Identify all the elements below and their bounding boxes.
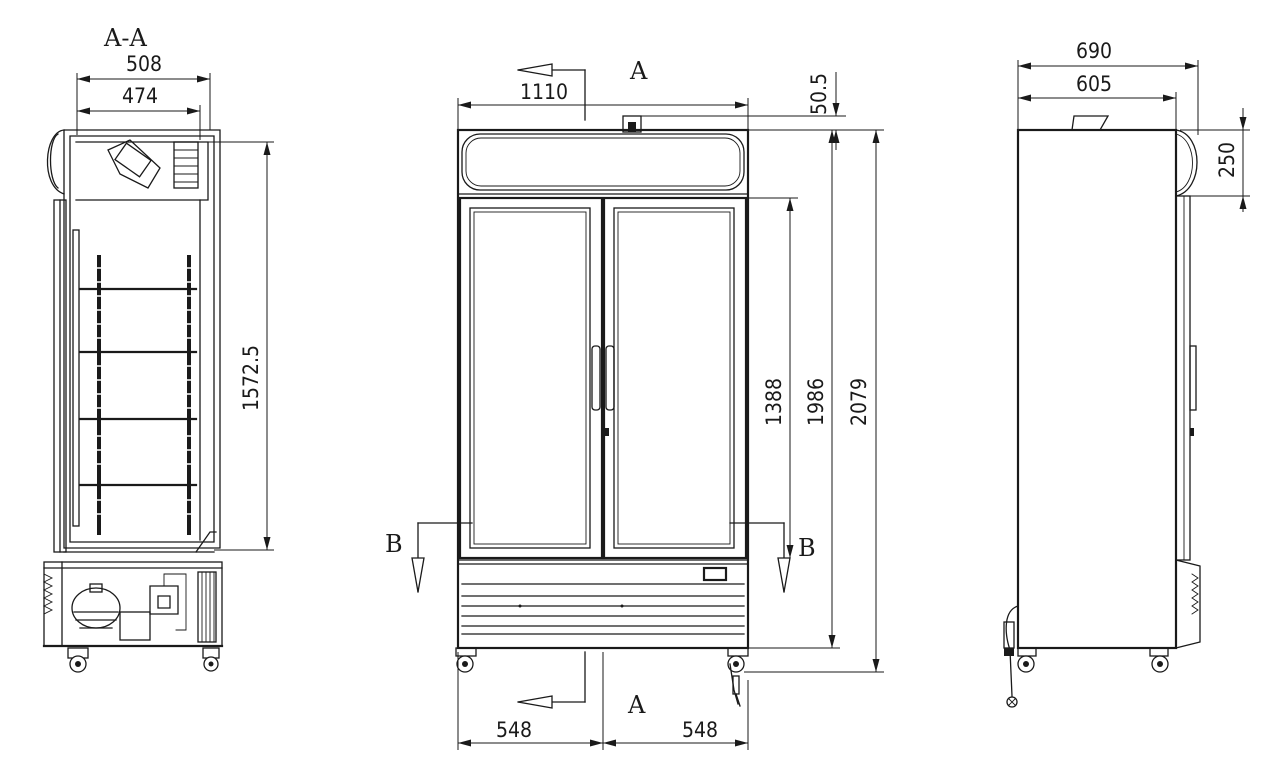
- dim-front-door-height-label: 1986: [804, 378, 828, 426]
- dim-side-canopy-height-label: 250: [1215, 142, 1239, 178]
- dim-section-inner-width: 474: [77, 84, 201, 140]
- dim-front-half-width-left-label: 548: [496, 718, 532, 742]
- side-cabinet: [1003, 115, 1201, 708]
- dim-front-total-width: 1110: [457, 80, 749, 130]
- dim-front-top-offset-label: 50.5: [807, 73, 831, 115]
- dim-side-total-depth-label: 690: [1076, 39, 1112, 63]
- dim-section-inner-width-label: 474: [122, 84, 158, 108]
- section-aa-title: A-A: [103, 24, 147, 52]
- dim-front-glass-height: 1388: [748, 197, 798, 558]
- section-marker-a-bottom: A: [517, 651, 646, 719]
- section-cabinet: [42, 129, 224, 673]
- dim-front-total-width-label: 1110: [520, 80, 568, 104]
- section-view-aa: A-A 508 474: [42, 24, 274, 673]
- dim-front-total-height-label: 2079: [847, 378, 871, 426]
- section-marker-a-top: A: [517, 57, 648, 121]
- dim-section-outer-width: 508: [76, 52, 211, 135]
- section-marker-a-top-label: A: [629, 57, 648, 85]
- front-view: A 1110 50.5: [385, 57, 884, 750]
- section-marker-b-left: B: [385, 522, 473, 593]
- section-marker-a-bottom-label: A: [627, 691, 646, 719]
- side-view: 690 605 250: [1003, 39, 1250, 708]
- dim-side-body-depth: 605: [1018, 72, 1177, 130]
- dim-front-glass-height-label: 1388: [762, 378, 786, 426]
- section-marker-b-right: B: [729, 522, 816, 593]
- section-marker-b-left-label: B: [385, 530, 403, 558]
- dim-section-outer-width-label: 508: [126, 52, 162, 76]
- dim-side-body-depth-label: 605: [1076, 72, 1112, 96]
- dim-front-total-height: 2079: [744, 129, 884, 673]
- section-marker-b-right-label: B: [798, 534, 816, 562]
- dim-side-total-depth: 690: [1017, 39, 1199, 135]
- dim-side-canopy-height: 250: [1180, 108, 1250, 212]
- dim-section-interior-height-label: 1572.5: [239, 345, 263, 411]
- dim-front-half-width-right-label: 548: [682, 718, 718, 742]
- dim-section-interior-height: 1572.5: [200, 141, 274, 551]
- dim-front-half-widths: 548 548: [457, 652, 749, 750]
- dim-front-door-height: 1986: [748, 130, 840, 649]
- front-cabinet: [455, 115, 750, 707]
